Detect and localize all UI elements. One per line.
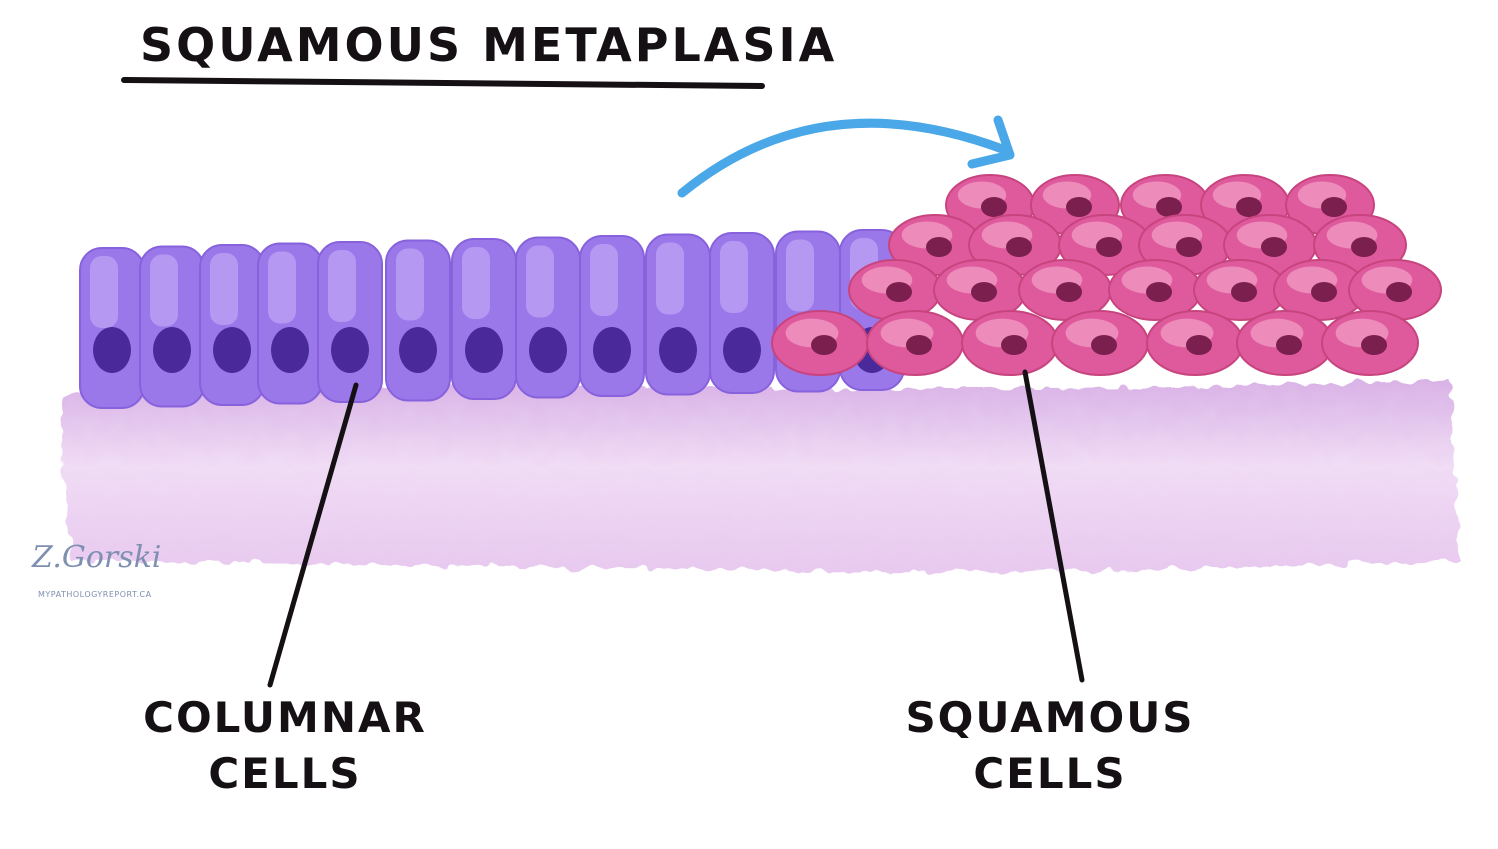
nucleus [1066, 197, 1092, 217]
nucleus [1276, 335, 1302, 355]
nucleus [906, 335, 932, 355]
squamous-cell [1146, 310, 1244, 376]
squamous-cell [1058, 214, 1152, 276]
artist-signature: Z.Gorski [32, 540, 162, 575]
nucleus [926, 237, 952, 257]
nucleus [1351, 237, 1377, 257]
nucleus [1156, 197, 1182, 217]
columnar-cell [139, 245, 205, 408]
curved-arrow-icon [677, 115, 1015, 198]
columnar-cell [709, 232, 775, 394]
nucleus [1236, 197, 1262, 217]
nucleus [659, 327, 697, 373]
nucleus [1091, 335, 1117, 355]
nucleus [93, 327, 131, 373]
columnar-label-line2: CELLS [208, 749, 362, 798]
nucleus [1386, 282, 1412, 302]
nucleus [1261, 237, 1287, 257]
nucleus [1006, 237, 1032, 257]
nucleus [1096, 237, 1122, 257]
page-title: SQUAMOUS METAPLASIA [140, 18, 838, 72]
squamous-cell [1321, 310, 1419, 376]
nucleus [1146, 282, 1172, 302]
squamous-cells [771, 174, 1442, 376]
columnar-label-line1: COLUMNAR [143, 693, 427, 742]
nucleus [153, 327, 191, 373]
columnar-cell [515, 236, 581, 399]
nucleus [1056, 282, 1082, 302]
columnar-cell [317, 241, 383, 403]
squamous-cell [866, 310, 964, 376]
squamous-cell [1108, 259, 1202, 321]
squamous-pointer-line [1022, 369, 1085, 683]
squamous-cells-label: SQUAMOUS CELLS [905, 690, 1195, 802]
nucleus [886, 282, 912, 302]
nucleus [1176, 237, 1202, 257]
columnar-cells-label: COLUMNAR CELLS [140, 690, 430, 802]
nucleus [465, 327, 503, 373]
nucleus [971, 282, 997, 302]
nucleus [1186, 335, 1212, 355]
columnar-cell [257, 242, 323, 405]
columnar-cell [451, 238, 517, 400]
columnar-cell [79, 247, 145, 409]
columnar-cells [79, 222, 945, 409]
nucleus [981, 197, 1007, 217]
title-underline [121, 77, 765, 89]
nucleus [1321, 197, 1347, 217]
nucleus [593, 327, 631, 373]
squamous-cell [1193, 259, 1287, 321]
artist-website: MYPATHOLOGYREPORT.CA [38, 590, 152, 599]
squamous-label-line2: CELLS [973, 749, 1127, 798]
nucleus [331, 327, 369, 373]
squamous-cell [771, 310, 869, 376]
squamous-cell [1236, 310, 1334, 376]
columnar-pointer-line [267, 382, 359, 688]
nucleus [811, 335, 837, 355]
nucleus [529, 327, 567, 373]
nucleus [1311, 282, 1337, 302]
stroma-layer [60, 380, 1460, 572]
squamous-label-line1: SQUAMOUS [905, 693, 1195, 742]
columnar-cell [579, 235, 645, 397]
nucleus [399, 327, 437, 373]
squamous-cell [1051, 310, 1149, 376]
squamous-cell [1348, 259, 1442, 321]
columnar-cell [199, 244, 265, 406]
squamous-cell [961, 310, 1059, 376]
nucleus [723, 327, 761, 373]
nucleus [1001, 335, 1027, 355]
nucleus [1231, 282, 1257, 302]
nucleus [1361, 335, 1387, 355]
columnar-cell [645, 233, 711, 396]
columnar-cell [385, 239, 451, 402]
nucleus [271, 327, 309, 373]
nucleus [213, 327, 251, 373]
